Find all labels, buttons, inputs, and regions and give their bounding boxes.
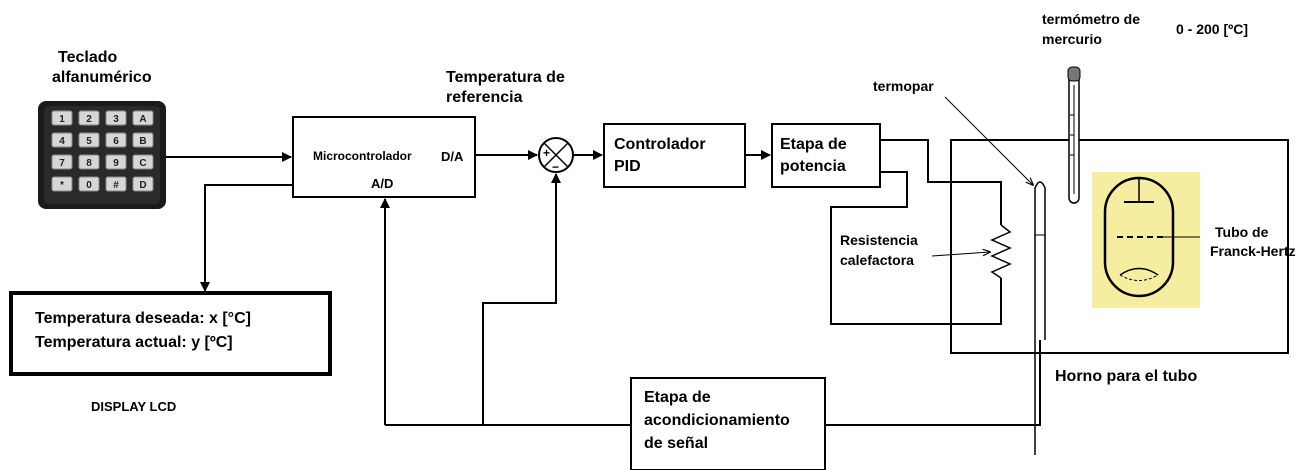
- keypad-key-label: 3: [113, 114, 119, 125]
- summing-junction: [538, 137, 574, 173]
- keypad-key-label: 6: [113, 136, 119, 147]
- keypad-key: 4: [51, 132, 73, 148]
- keypad-key-label: 0: [86, 180, 92, 191]
- thermocouple-pointer: [944, 96, 1033, 185]
- keypad-keys: 1 2 3 A 4 5 6 B 7 8 9 C * 0 # D: [51, 110, 154, 192]
- lcd-display: [9, 291, 332, 376]
- keypad-key-label: 4: [59, 136, 65, 147]
- thermometer-label-line1: termómetro de: [1042, 11, 1140, 27]
- heater-label-line1: Resistencia: [840, 232, 918, 248]
- signal-conditioning-block: [630, 377, 826, 470]
- keypad-key-label: 8: [86, 158, 92, 169]
- keypad-key-label: C: [139, 158, 146, 169]
- keypad-key-label: D: [139, 180, 146, 191]
- keypad-key: 6: [105, 132, 127, 148]
- mercury-thermometer-icon: [1067, 66, 1081, 204]
- keypad-key-label: 1: [59, 114, 65, 125]
- keypad-key: 3: [105, 110, 127, 126]
- keypad-key-label: 9: [113, 158, 119, 169]
- sum-minus-sign: −: [552, 160, 559, 174]
- keypad-key-label: 5: [86, 136, 92, 147]
- keypad-key: 8: [78, 154, 100, 170]
- keypad-key: 9: [105, 154, 127, 170]
- signal-wires: [166, 139, 1041, 426]
- tube-label-line2: Franck-Hertz: [1210, 243, 1296, 259]
- thermocouple-label: termopar: [873, 78, 934, 94]
- lcd-line-actual: Temperatura actual: y [ºC]: [35, 334, 233, 351]
- conditioning-label-line1: Etapa de: [644, 389, 711, 406]
- keypad-key-label: A: [139, 114, 146, 125]
- keypad-key-label: 2: [86, 114, 92, 125]
- franck-hertz-tube-icon: [1103, 176, 1200, 298]
- conditioning-label-line3: de señal: [644, 435, 708, 452]
- keypad-key-label: B: [139, 136, 146, 147]
- keypad-key: 0: [78, 176, 100, 192]
- thermometer-label-line2: mercurio: [1042, 31, 1102, 47]
- heating-resistor-icon: [990, 224, 1012, 279]
- reference-label-line2: referencia: [446, 89, 523, 106]
- keypad-icon: 1 2 3 A 4 5 6 B 7 8 9 C * 0 # D: [38, 101, 166, 209]
- power-label-line1: Etapa de: [780, 136, 847, 153]
- microcontroller-da-port: D/A: [441, 149, 464, 164]
- thermometer-range: 0 - 200 [ºC]: [1176, 21, 1248, 37]
- thermocouple-probe-icon: [1034, 181, 1046, 455]
- reference-label-line1: Temperatura de: [446, 69, 565, 86]
- keypad-key: A: [132, 110, 154, 126]
- keypad-key: 2: [78, 110, 100, 126]
- sum-plus-sign: +: [543, 146, 550, 160]
- microcontroller-ad-port: A/D: [371, 176, 393, 191]
- keypad-key: D: [132, 176, 154, 192]
- lcd-caption: DISPLAY LCD: [91, 399, 176, 414]
- tube-label-line1: Tubo de: [1215, 224, 1269, 240]
- microcontroller-label: Microcontrolador: [313, 149, 412, 163]
- keypad-key: 5: [78, 132, 100, 148]
- pid-label-line2: PID: [614, 158, 641, 175]
- heater-label-line2: calefactora: [840, 252, 914, 268]
- keypad-key: C: [132, 154, 154, 170]
- conditioning-label-line2: acondicionamiento: [644, 412, 790, 429]
- tube-highlight: [1092, 172, 1200, 308]
- keypad-title-line2: alfanumérico: [52, 69, 152, 86]
- keypad-key: *: [51, 176, 73, 192]
- keypad-key-label: *: [60, 180, 64, 191]
- keypad-key-label: 7: [59, 158, 65, 169]
- oven-label: Horno para el tubo: [1055, 368, 1197, 385]
- power-stage-block: [771, 123, 881, 188]
- keypad-key: B: [132, 132, 154, 148]
- keypad-key: #: [105, 176, 127, 192]
- pid-label-line1: Controlador: [614, 136, 706, 153]
- microcontroller-block: [292, 116, 476, 198]
- power-label-line2: potencia: [780, 158, 846, 175]
- keypad-key: 7: [51, 154, 73, 170]
- keypad-key-label: #: [113, 180, 119, 191]
- lcd-line-desired: Temperatura deseada: x [°C]: [35, 310, 251, 327]
- keypad-title-line1: Teclado: [58, 49, 118, 66]
- keypad-key: 1: [51, 110, 73, 126]
- pid-controller-block: [603, 123, 746, 188]
- heater-pointer: [931, 252, 990, 257]
